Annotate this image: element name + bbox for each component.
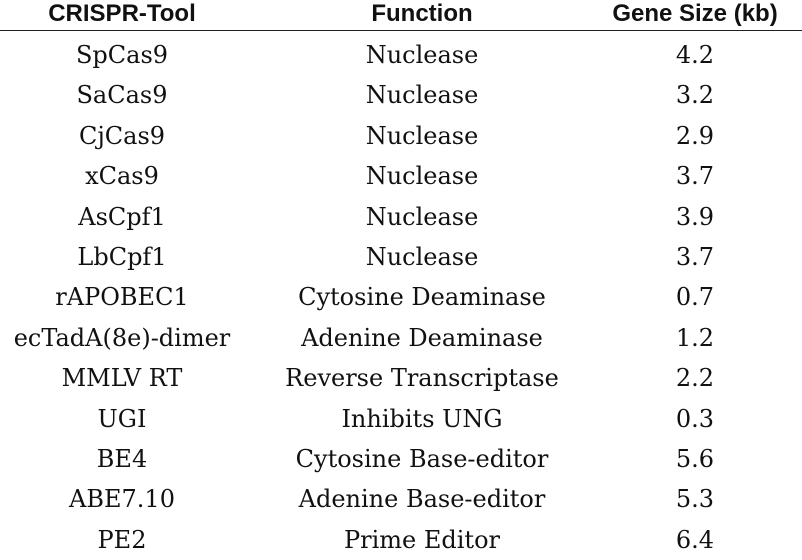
table-row: BE4 Cytosine Base-editor 5.6 [0,439,802,479]
header-crispr-tool: CRISPR-Tool [48,0,196,27]
table-row: PE2 Prime Editor 6.4 [0,520,802,560]
cell-gene-size: 4.2 [675,41,715,69]
header-function: Function [371,0,473,27]
cell-function: Nuclease [365,202,479,231]
cell-crispr-tool: ecTadA(8e)-dimer [13,323,231,352]
table-row: rAPOBEC1 Cytosine Deaminase 0.7 [0,277,802,317]
cell-function: Nuclease [365,81,479,110]
cell-gene-size: 0.7 [675,283,715,312]
cell-crispr-tool: SaCas9 [76,81,168,110]
header-rule [0,30,802,31]
cell-crispr-tool: AsCpf1 [78,202,166,231]
table-row: LbCpf1 Nuclease 3.7 [0,237,802,277]
table-row: xCas9 Nuclease 3.7 [0,156,802,196]
cell-crispr-tool: SpCas9 [75,41,169,69]
cell-gene-size: 5.3 [675,485,715,514]
table-row: ABE7.10 Adenine Base-editor 5.3 [0,479,802,519]
cell-function: Nuclease [365,162,479,191]
cell-crispr-tool: xCas9 [85,162,159,191]
cell-crispr-tool: CjCas9 [78,121,166,150]
cell-gene-size: 2.9 [675,121,715,150]
table-row: UGI Inhibits UNG 0.3 [0,399,802,439]
cell-gene-size: 0.3 [675,404,715,433]
cell-function: Cytosine Base-editor [295,444,549,473]
table-row: SaCas9 Nuclease 3.2 [0,75,802,115]
cell-crispr-tool: LbCpf1 [77,242,167,271]
header-gene-size: Gene Size (kb) [612,0,778,27]
cell-gene-size: 5.6 [675,444,715,473]
cell-function: Adenine Deaminase [301,323,543,352]
cell-gene-size: 3.7 [675,242,715,271]
cell-function: Prime Editor [343,525,500,554]
cell-crispr-tool: MMLV RT [61,364,183,393]
cell-function: Nuclease [365,121,479,150]
cell-crispr-tool: PE2 [97,525,147,554]
cell-crispr-tool: ABE7.10 [69,485,175,514]
table-row: ecTadA(8e)-dimer Adenine Deaminase 1.2 [0,318,802,358]
cell-crispr-tool: UGI [97,404,147,433]
cell-gene-size: 1.2 [675,323,715,352]
cell-gene-size: 3.7 [675,162,715,191]
table-row: MMLV RT Reverse Transcriptase 2.2 [0,358,802,398]
cell-gene-size: 2.2 [675,364,715,393]
table-header-row: CRISPR-Tool Function Gene Size (kb) [0,0,802,28]
cell-crispr-tool: BE4 [96,444,148,473]
table-row: CjCas9 Nuclease 2.9 [0,116,802,156]
cell-function: Cytosine Deaminase [298,283,546,312]
cell-function: Adenine Base-editor [298,485,546,514]
cell-gene-size: 3.2 [675,81,715,110]
cell-gene-size: 6.4 [675,525,715,554]
cell-function: Reverse Transcriptase [285,364,559,393]
table-row: AsCpf1 Nuclease 3.9 [0,197,802,237]
cell-gene-size: 3.9 [675,202,715,231]
cell-crispr-tool: rAPOBEC1 [55,283,189,312]
cell-function: Nuclease [365,242,479,271]
table-body: SpCas9 Nuclease 4.2 SaCas9 Nuclease 3.2 … [0,35,802,560]
table-row: SpCas9 Nuclease 4.2 [0,35,802,75]
cell-function: Inhibits UNG [341,404,503,433]
cell-function: Nuclease [365,41,479,69]
